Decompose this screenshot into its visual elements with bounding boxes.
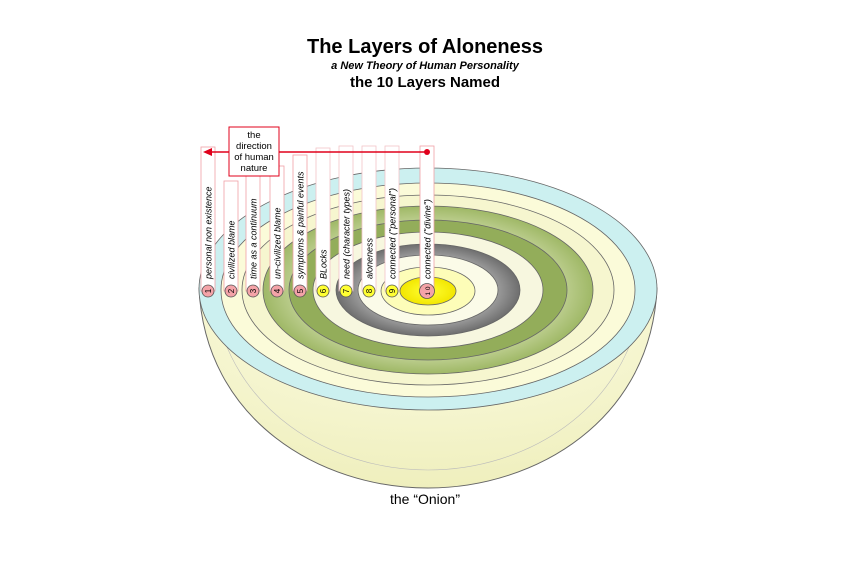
layer-labels: personal non existence 1 civilized blame 2 t… [200, 145, 435, 299]
onion-caption: the “Onion” [389, 491, 461, 507]
layer-label-2: civilized blame [227, 220, 237, 279]
layer-number-5: 5 [296, 288, 305, 293]
onion-bowl-inner-rim [213, 299, 643, 471]
layer-badge-10 [419, 283, 435, 299]
page-subtitle: a New Theory of Human Personality [331, 60, 519, 72]
layer-label-5: symptoms & painful events [296, 171, 306, 279]
layer-label-8: aloneness [365, 237, 375, 279]
layer-number-4: 4 [273, 288, 282, 293]
layer-number-3: 3 [249, 288, 258, 293]
layer-badge-4 [270, 284, 284, 298]
layer-label-6: BLocks [319, 249, 329, 279]
direction-box [228, 126, 280, 177]
layer-label-9: connected ("personal") [388, 188, 398, 279]
layer-number-7: 7 [342, 288, 351, 293]
layer-number-9: 9 [388, 288, 397, 293]
layer-badge-2 [224, 284, 238, 298]
layer-number-8: 8 [365, 288, 374, 293]
direction-box-line-3: of human [234, 152, 274, 163]
direction-box-line-4: nature [241, 163, 268, 174]
layer-label-7: need (character types) [342, 189, 352, 279]
layer-badge-3 [246, 284, 260, 298]
layer-label-3: time as a continuum [249, 198, 259, 279]
direction-box-line-1: the [247, 130, 260, 141]
layer-label-4: un-civilized blame [273, 207, 283, 279]
layer-badge-6 [316, 284, 330, 298]
layer-number-10: 1 0 [425, 286, 432, 295]
layer-label-1: personal non existence [204, 186, 214, 280]
layer-number-6: 6 [319, 288, 328, 293]
layer-number-1: 1 [204, 288, 213, 293]
page-subtitle-secondary: the 10 Layers Named [349, 74, 501, 91]
direction-arrow-start-dot [424, 149, 430, 155]
layer-label-10: connected ("divine") [423, 199, 433, 279]
layer-badge-5 [293, 284, 307, 298]
direction-arrowhead [203, 148, 212, 156]
layer-badge-7 [339, 284, 353, 298]
layer-badge-9 [385, 284, 399, 298]
direction-box-line-2: direction [236, 141, 272, 152]
layer-badge-1 [201, 284, 215, 298]
layer-number-2: 2 [227, 288, 236, 293]
layer-badge-8 [362, 284, 376, 298]
page-title: The Layers of Aloneness [307, 36, 543, 58]
